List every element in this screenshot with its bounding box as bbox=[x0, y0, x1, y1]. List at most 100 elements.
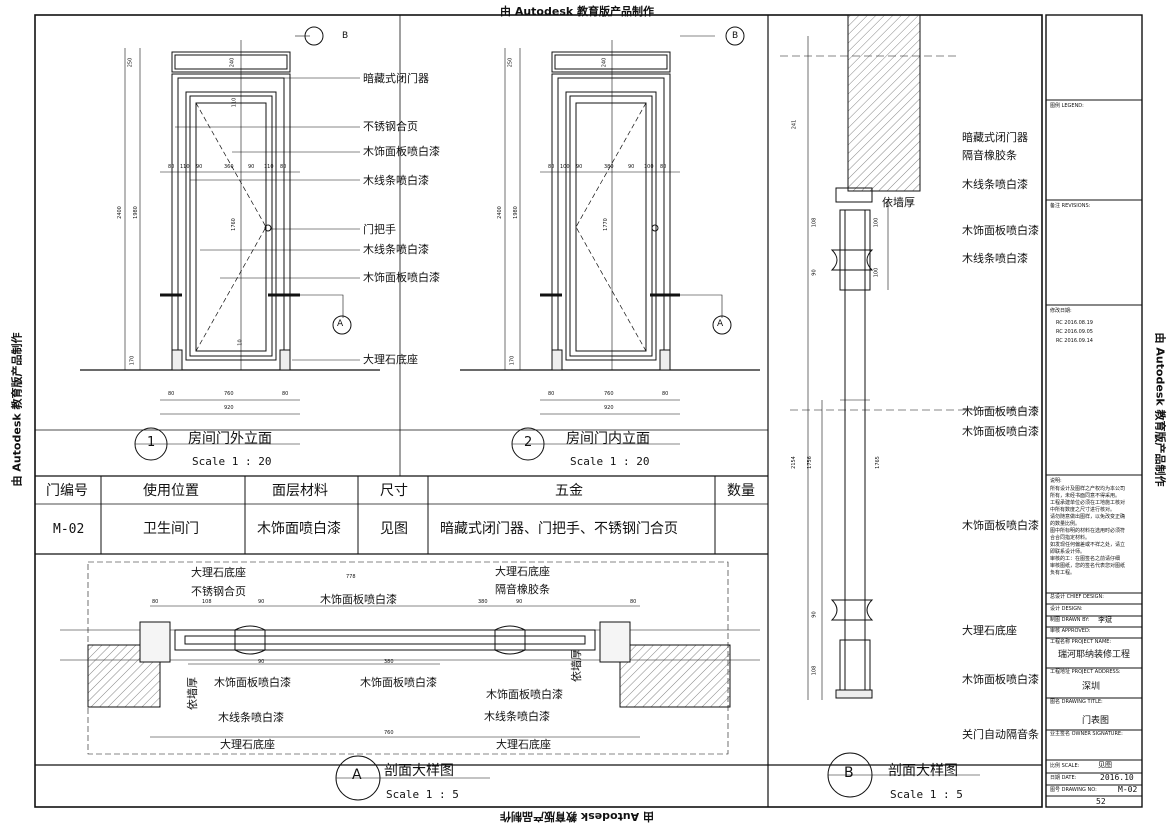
section-b-callout: 大理石底座 bbox=[962, 624, 1017, 637]
section-a-label: 大理石底座 bbox=[495, 565, 550, 578]
callout-trim-2: 木线条喷白漆 bbox=[363, 243, 429, 256]
section-a-label: 木饰面板喷白漆 bbox=[214, 676, 291, 689]
dim-label: 90 bbox=[628, 164, 635, 170]
tb-revision-item: RC 2016.09.05 bbox=[1056, 329, 1093, 335]
section-b-title: 剖面大样图 bbox=[888, 763, 958, 779]
dim-label: 80 bbox=[152, 599, 159, 605]
section-a-label: 大理石底座 bbox=[220, 738, 275, 751]
dim-label: 760 bbox=[604, 391, 614, 397]
tb-project-address-label: 工程地址 PROJECT ADDRESS: bbox=[1050, 669, 1121, 675]
dim-label: 250 bbox=[507, 57, 514, 68]
dim-label: 90 bbox=[258, 599, 265, 605]
tb-revision-date-label: 修改日期: bbox=[1050, 308, 1072, 314]
section-b-callout: 木饰面板喷白漆 bbox=[962, 405, 1039, 418]
section-a-label: 大理石底座 bbox=[496, 738, 551, 751]
callout-trim: 木线条喷白漆 bbox=[363, 174, 429, 187]
section-a-label: 木饰面板喷白漆 bbox=[320, 593, 397, 606]
dim-label: 80 bbox=[548, 391, 555, 397]
dim-label: 241 bbox=[791, 119, 798, 130]
dim-label: 90 bbox=[811, 269, 818, 276]
dim-label: 100 bbox=[560, 164, 570, 170]
tb-note-line: 所有，未经书面同意不得采用。 bbox=[1050, 493, 1121, 499]
schedule-header-finish: 面层材料 bbox=[272, 483, 328, 499]
dim-label: 80 bbox=[282, 391, 289, 397]
tb-design: 设计 DESIGN: bbox=[1050, 606, 1083, 612]
section-a-marker: A bbox=[352, 767, 362, 783]
dim-label: 80 bbox=[548, 164, 555, 170]
dim-label: 170 bbox=[509, 355, 516, 366]
dim-label: 380 bbox=[384, 659, 394, 665]
tb-note-line: 负有工程。 bbox=[1050, 570, 1076, 576]
dim-label: 80 bbox=[168, 391, 175, 397]
dim-label: 760 bbox=[384, 730, 394, 736]
dim-label: 1770 bbox=[602, 218, 609, 231]
section-a-label: 不锈钢合页 bbox=[191, 585, 246, 598]
dim-label: 108 bbox=[811, 665, 818, 676]
dim-label: 380 bbox=[604, 164, 614, 170]
tb-drawn-by-name: 李斌 bbox=[1098, 616, 1112, 624]
tb-scale-label: 比例 SCALE: bbox=[1050, 763, 1080, 769]
tb-project-name-label: 工程名称 PROJECT NAME: bbox=[1050, 639, 1112, 645]
dim-label: 360 bbox=[224, 164, 234, 170]
dim-label: 1980 bbox=[132, 206, 139, 219]
tb-drawing-no-label: 图号 DRAWING NO: bbox=[1050, 787, 1097, 793]
dim-label: 380 bbox=[478, 599, 488, 605]
dim-label: 80 bbox=[630, 599, 637, 605]
dim-label: 100 bbox=[644, 164, 654, 170]
tb-revisions-label: 备注 REVISIONS: bbox=[1050, 203, 1091, 209]
dim-label: 80 bbox=[662, 391, 669, 397]
schedule-cell-hardware: 暗藏式闭门器、门把手、不锈钢门合页 bbox=[440, 521, 678, 537]
section-b-marker: B bbox=[844, 765, 854, 781]
dim-label: 2400 bbox=[496, 206, 503, 219]
section-a-label: 木线条喷白漆 bbox=[484, 710, 550, 723]
callout-hinge: 不锈钢合页 bbox=[363, 120, 418, 133]
section-marker-b: B bbox=[342, 31, 349, 41]
section-a-label: 大理石底座 bbox=[191, 566, 246, 579]
schedule-header-hardware: 五金 bbox=[555, 483, 583, 499]
tb-notes-label: 说明: bbox=[1050, 478, 1062, 484]
tb-owner-signature: 业主签名 OWNER SIGNATURE: bbox=[1050, 731, 1123, 737]
tb-note-line: 请勿随意做出图样，以免改变正确 bbox=[1050, 514, 1126, 520]
section-b-callout: 木饰面板喷白漆 bbox=[962, 673, 1039, 686]
section-a-label: 依墙厚 bbox=[186, 677, 199, 710]
tb-note-line: 即联系设计师。 bbox=[1050, 549, 1086, 555]
dim-label: 1980 bbox=[512, 206, 519, 219]
dim-label: 90 bbox=[811, 611, 818, 618]
section-marker-b-2: B bbox=[732, 31, 739, 41]
drawing-number-1: 1 bbox=[147, 435, 156, 450]
callout-marble-base: 大理石底座 bbox=[363, 353, 418, 366]
dim-label: 2400 bbox=[116, 206, 123, 219]
tb-date-label: 日期 DATE: bbox=[1050, 775, 1077, 781]
tb-approved: 审核 APPROVED: bbox=[1050, 628, 1091, 634]
dim-label: 240 bbox=[229, 57, 236, 68]
dim-label: 110 bbox=[231, 97, 238, 108]
dim-label: 108 bbox=[202, 599, 212, 605]
dim-label: 80 bbox=[168, 164, 175, 170]
tb-note-line: 图中所标明的材料在选用时必须符 bbox=[1050, 528, 1126, 534]
dim-label: 90 bbox=[258, 659, 265, 665]
dim-label: 100 bbox=[873, 267, 880, 278]
schedule-cell-finish: 木饰面喷白漆 bbox=[257, 521, 341, 537]
dim-label: 1765 bbox=[874, 456, 881, 469]
dim-label: 108 bbox=[811, 217, 818, 228]
schedule-header-size: 尺寸 bbox=[380, 483, 408, 499]
dim-label: 240 bbox=[601, 57, 608, 68]
drawing-scale-1: Scale 1 : 20 bbox=[192, 455, 272, 468]
dim-label: 760 bbox=[224, 391, 234, 397]
schedule-header-door-no: 门编号 bbox=[46, 483, 88, 499]
section-b-callout: 木线条喷白漆 bbox=[962, 178, 1028, 191]
dim-label: 778 bbox=[346, 574, 356, 580]
dim-label: 90 bbox=[248, 164, 255, 170]
tb-note-line: 的数量比例。 bbox=[1050, 521, 1081, 527]
section-b-callout: 关门自动隔音条 bbox=[962, 728, 1039, 741]
tb-scale-value: 见图 bbox=[1098, 761, 1112, 769]
section-a-label: 依墙厚 bbox=[570, 649, 583, 682]
dim-label: 10 bbox=[237, 339, 244, 346]
section-b-callout: 依墙厚 bbox=[882, 196, 915, 209]
schedule-header-location: 使用位置 bbox=[143, 483, 199, 499]
tb-note-line: 中所有数度之尺寸进行核对。 bbox=[1050, 507, 1116, 513]
dim-label: 110 bbox=[264, 164, 274, 170]
tb-note-line: 审核的工：在图签名之前请仔细 bbox=[1050, 556, 1121, 562]
schedule-cell-door-no: M-02 bbox=[53, 522, 85, 537]
